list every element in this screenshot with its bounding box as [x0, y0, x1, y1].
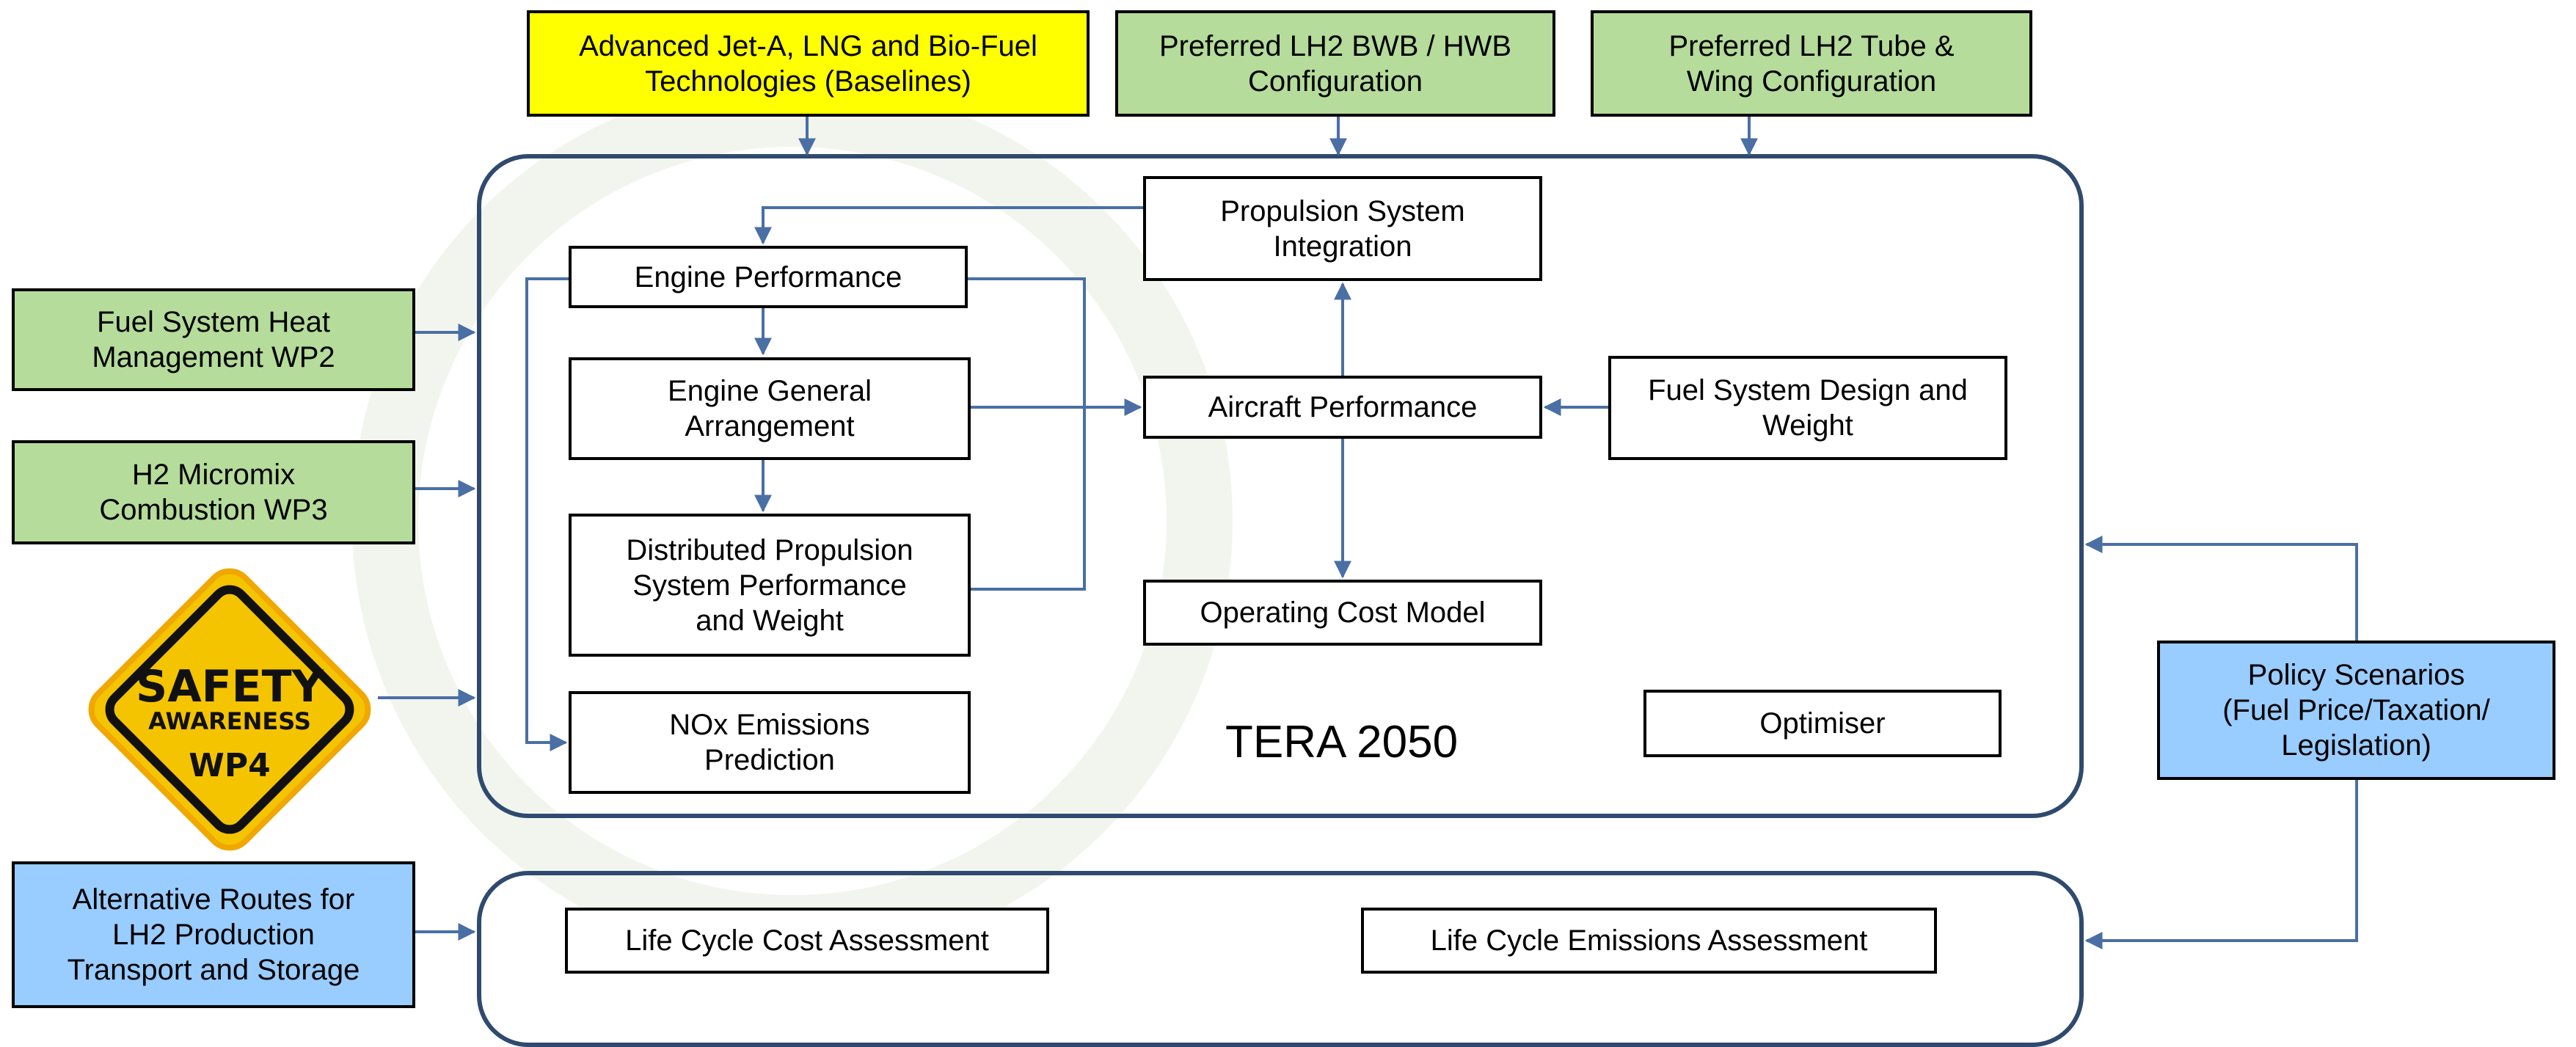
h2-micromix-combustion-box: H2 Micromix Combustion WP3: [12, 440, 415, 544]
aircraft-performance-box: Aircraft Performance: [1143, 376, 1542, 439]
tera-2050-label: TERA 2050: [1225, 717, 1459, 767]
life-cycle-emissions-box: Life Cycle Emissions Assessment: [1361, 908, 1937, 974]
life-cycle-cost-box: Life Cycle Cost Assessment: [565, 908, 1049, 974]
arrow-policy-to-lifecycle: [2084, 780, 2358, 949]
optimiser-box: Optimiser: [1643, 690, 2002, 757]
diagram-canvas: Advanced Jet-A, LNG and Bio-Fuel Technol…: [12, 10, 2555, 1047]
nox-emissions-box: NOx Emissions Prediction: [569, 691, 971, 794]
baselines-box: Advanced Jet-A, LNG and Bio-Fuel Technol…: [527, 10, 1090, 117]
alternative-routes-box: Alternative Routes for LH2 Production Tr…: [12, 861, 415, 1008]
fuel-system-design-box: Fuel System Design and Weight: [1608, 356, 2007, 460]
distributed-propulsion-box: Distributed Propulsion System Performanc…: [569, 514, 971, 657]
policy-scenarios-box: Policy Scenarios (Fuel Price/Taxation/ L…: [2157, 641, 2555, 780]
safety-text: SAFETY: [136, 661, 325, 712]
fuel-system-heat-management-box: Fuel System Heat Management WP2: [12, 288, 415, 391]
tera-2050-container: [477, 154, 2084, 818]
arrow-policy-to-tera: [2084, 536, 2358, 641]
wp4-text: WP4: [189, 747, 270, 784]
operating-cost-model-box: Operating Cost Model: [1143, 580, 1542, 646]
propulsion-system-integration-box: Propulsion System Integration: [1143, 176, 1542, 281]
safety-awareness-sign: SAFETY AWARENESS WP4: [88, 568, 371, 851]
bwb-hwb-configuration-box: Preferred LH2 BWB / HWB Configuration: [1115, 10, 1555, 117]
tube-wing-configuration-box: Preferred LH2 Tube & Wing Configuration: [1591, 10, 2032, 117]
awareness-text: AWARENESS: [148, 707, 311, 735]
engine-general-arrangement-box: Engine General Arrangement: [569, 357, 971, 460]
engine-performance-box: Engine Performance: [569, 246, 968, 308]
